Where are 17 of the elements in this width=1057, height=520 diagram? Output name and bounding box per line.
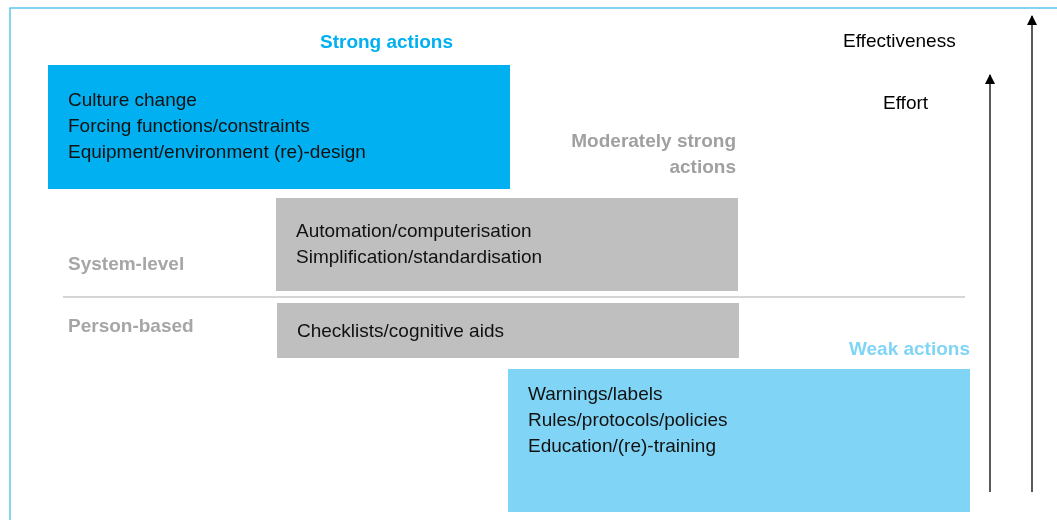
action-item: Equipment/environment (re)-design	[68, 140, 366, 164]
action-item: Warnings/labels	[528, 382, 663, 406]
category-heading: Strong actions	[320, 30, 453, 54]
axis-label: Effectiveness	[843, 29, 956, 53]
category-heading: Moderately strong actions	[570, 129, 736, 179]
action-item: Automation/computerisation	[296, 219, 532, 243]
action-item: Checklists/cognitive aids	[297, 319, 504, 343]
level-label: Person-based	[68, 314, 194, 338]
level-label: System-level	[68, 252, 185, 276]
action-item: Culture change	[68, 88, 197, 112]
action-box	[277, 303, 739, 358]
action-item: Forcing functions/constraints	[68, 114, 310, 138]
action-item: Education/(re)-training	[528, 434, 716, 458]
action-item: Rules/protocols/policies	[528, 408, 728, 432]
category-heading: Weak actions	[847, 337, 970, 361]
axis-label: Effort	[883, 91, 929, 115]
action-item: Simplification/standardisation	[296, 245, 543, 269]
